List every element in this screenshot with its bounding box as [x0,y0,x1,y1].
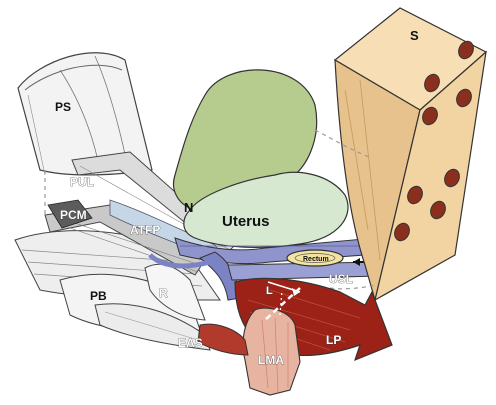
external-anal-sphincter [198,324,248,355]
label-n: N [184,200,193,215]
label-pb: PB [90,289,107,303]
label-usl: USL [329,272,353,286]
longitudinal-muscle-anus [243,308,300,395]
label-pul: PUL [70,175,94,189]
label-r: R [159,286,168,300]
label-s: S [410,28,419,43]
label-pcm: PCM [60,208,87,222]
label-lma: LMA [258,353,284,367]
label-eas: EAS [178,336,203,350]
label-rectum: Rectum [303,256,329,263]
label-lp: LP [326,333,341,347]
label-l: L [266,285,273,297]
label-atfp: ATFP [130,223,160,237]
sacrum [335,8,486,300]
label-ps: PS [55,100,71,114]
label-uterus: Uterus [222,213,270,230]
